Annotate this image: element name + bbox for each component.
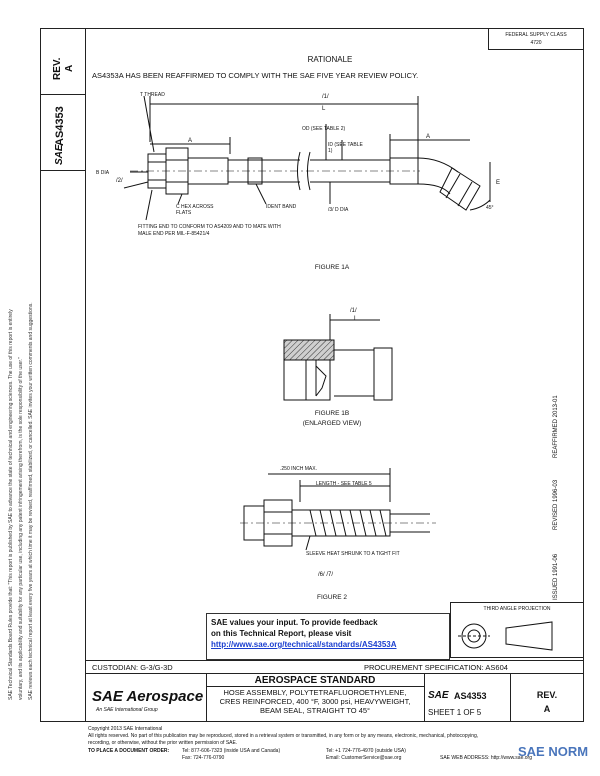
- legal-line-1: SAE Technical Standards Board Rules prov…: [8, 309, 14, 700]
- legal-line-3: SAE reviews each technical report at lea…: [28, 302, 34, 700]
- fig2-max-label: .250 INCH MAX.: [280, 466, 317, 472]
- projection-label: THIRD ANGLE PROJECTION: [483, 606, 551, 612]
- figure-1b-caption: FIGURE 1B: [314, 410, 350, 417]
- fig2-refs-label: /6/ /7/: [318, 572, 334, 578]
- ref17-label: /1/: [322, 94, 329, 100]
- c-hex-label: C HEX ACROSS FLATS: [176, 204, 214, 216]
- projection-box: [450, 602, 584, 658]
- feedback-line-2: on this Technical Report, please visit: [211, 629, 352, 638]
- fig2-length-label: LENGTH - SEE TABLE 5: [316, 481, 372, 487]
- footer-tel1: Tel: 877-606-7323 (inside USA and Canada…: [182, 748, 281, 754]
- rev-divider: [40, 94, 86, 95]
- fed-class-value: 4720: [530, 40, 542, 46]
- custodian-top-rule: [86, 660, 584, 661]
- footer-email: Email: CustomerService@sae.org: [326, 755, 402, 761]
- brand-subtitle: An SAE International Group: [96, 707, 158, 713]
- figure-1a-drawing: [123, 95, 491, 221]
- od-label: OD (SEE TABLE 2): [302, 126, 346, 132]
- fig1b-ref17: /1/: [350, 308, 357, 314]
- footer-web: SAE WEB ADDRESS: http://www.sae.org: [440, 755, 532, 761]
- sae-logo: SAE: [54, 144, 65, 165]
- procurement-text: PROCUREMENT SPECIFICATION: AS604: [364, 663, 508, 672]
- feedback-line-1: SAE values your input. To provide feedba…: [211, 618, 378, 627]
- a2-label: A: [426, 134, 431, 140]
- fed-class-box: [488, 28, 584, 50]
- revised-date: REVISED 1996-03: [553, 479, 559, 530]
- id-label: ID (SEE TABLE 1): [328, 142, 363, 154]
- d-dia-label: /3/ D DIA: [328, 207, 349, 213]
- tb-doc-number: AS4353: [454, 691, 487, 701]
- custodian-bottom-rule: [86, 673, 584, 674]
- a1-label: A: [188, 138, 193, 144]
- page-frame: [40, 28, 584, 722]
- b-dia-label: B DIA: [96, 170, 110, 176]
- docnum-divider: [40, 170, 86, 171]
- rev-value: A: [64, 64, 75, 72]
- footer-fax: Fax: 724-776-0790: [182, 755, 225, 761]
- tb-divider-3: [510, 673, 511, 722]
- left-header-column: [40, 28, 86, 722]
- t-thread-label: T THREAD: [140, 92, 165, 98]
- figure-2-caption: FIGURE 2: [317, 594, 347, 601]
- watermark: SAE NORM: [518, 744, 589, 759]
- desc-line-1: HOSE ASSEMBLY, POLYTETRAFLUOROETHYLENE,: [223, 688, 407, 697]
- footer-rights: All rights reserved. No part of this pub…: [88, 733, 479, 739]
- sheet-number: SHEET 1 OF 5: [428, 708, 482, 717]
- footer-order-label: TO PLACE A DOCUMENT ORDER:: [88, 748, 170, 754]
- e-label: E: [496, 180, 501, 186]
- tb-divider-2: [424, 673, 425, 722]
- tb-standard-rule: [206, 686, 424, 687]
- footer-tel2: Tel: +1 724-776-4970 (outside USA): [326, 748, 406, 754]
- tb-divider-1: [206, 673, 207, 722]
- figure-1a-caption: FIGURE 1A: [314, 264, 350, 271]
- legal-line-2: voluntary, and its applicability and sui…: [18, 357, 24, 700]
- issued-date: ISSUED 1991-06: [553, 553, 559, 600]
- reaffirmed-date: REAFFIRMED 2013-01: [553, 395, 559, 458]
- fitting-end-note: FITTING END TO CONFORM TO AS4209 AND TO …: [138, 224, 281, 237]
- standard-title: AEROSPACE STANDARD: [254, 675, 376, 686]
- fed-class-label: FEDERAL SUPPLY CLASS: [505, 32, 567, 38]
- deg45-label: 45°: [486, 205, 494, 211]
- doc-number: AS4353: [54, 106, 66, 146]
- figure-1b-drawing: [283, 314, 393, 401]
- footer-rights-2: recording, or otherwise, without the pri…: [88, 740, 238, 746]
- feedback-link[interactable]: http://www.sae.org/technical/standards/A…: [211, 640, 397, 649]
- tb-rev-label: REV.: [536, 690, 558, 700]
- rev-label: REV.: [52, 57, 63, 80]
- fig2-sleeve-label: SLEEVE HEAT SHRUNK TO A TIGHT FIT: [306, 551, 400, 557]
- custodian-text: CUSTODIAN: G-3/G-3D: [92, 663, 173, 672]
- figure-1b-subcaption: (ENLARGED VIEW): [302, 420, 362, 427]
- tb-rev-value: A: [543, 704, 551, 714]
- projection-symbol: [458, 621, 553, 651]
- ident-band-label: IDENT BAND: [266, 204, 297, 210]
- feedback-box: SAE values your input. To provide feedba…: [206, 613, 450, 660]
- standard-description: HOSE ASSEMBLY, POLYTETRAFLUOROETHYLENE, …: [206, 688, 424, 715]
- desc-line-3: BEAM SEAL, STRAIGHT TO 45°: [259, 706, 371, 715]
- figure-2-drawing: [240, 468, 436, 551]
- brand-logo: SAE Aerospace: [92, 688, 204, 705]
- desc-line-2: CRES REINFORCED, 400 °F, 3000 psi, HEAVY…: [219, 697, 411, 706]
- l-label: L: [322, 106, 326, 112]
- fig1b-l: L: [354, 316, 358, 322]
- rationale-text: AS4353A HAS BEEN REAFFIRMED TO COMPLY WI…: [92, 71, 419, 80]
- sae-small-logo: SAE: [428, 690, 449, 701]
- rationale-title: RATIONALE: [307, 55, 353, 64]
- footer-copyright: Copyright 2013 SAE International: [88, 726, 163, 732]
- ref2-label: /2/: [116, 178, 123, 184]
